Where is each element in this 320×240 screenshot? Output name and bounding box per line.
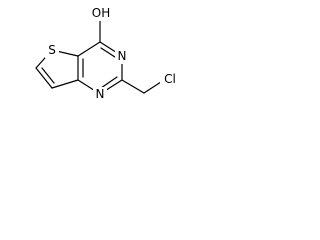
cl-label: Cl bbox=[164, 72, 176, 86]
cl-label-bg bbox=[160, 72, 178, 87]
n-upper-label-bg bbox=[115, 49, 129, 64]
n-upper-label: N bbox=[118, 49, 127, 63]
oh-label: OH bbox=[92, 6, 110, 20]
bond-c7-c7a bbox=[51, 79, 79, 89]
s-label-bg bbox=[45, 43, 59, 58]
s-label: S bbox=[48, 43, 56, 57]
bond-c2-ch2 bbox=[121, 79, 145, 94]
bond-c6-c7 bbox=[35, 67, 53, 89]
chemical-structure: OH S N N Cl bbox=[35, 6, 178, 102]
n-lower-label: N bbox=[96, 87, 105, 101]
bond-c4-c4a bbox=[77, 41, 101, 57]
bond-c6-c7-inner bbox=[41, 67, 55, 84]
bond-c2-n1-inner bbox=[100, 76, 118, 89]
n-lower-label-bg bbox=[93, 87, 107, 102]
oh-label-bg bbox=[89, 6, 113, 21]
atom-labels: OH S N N Cl bbox=[45, 6, 178, 102]
